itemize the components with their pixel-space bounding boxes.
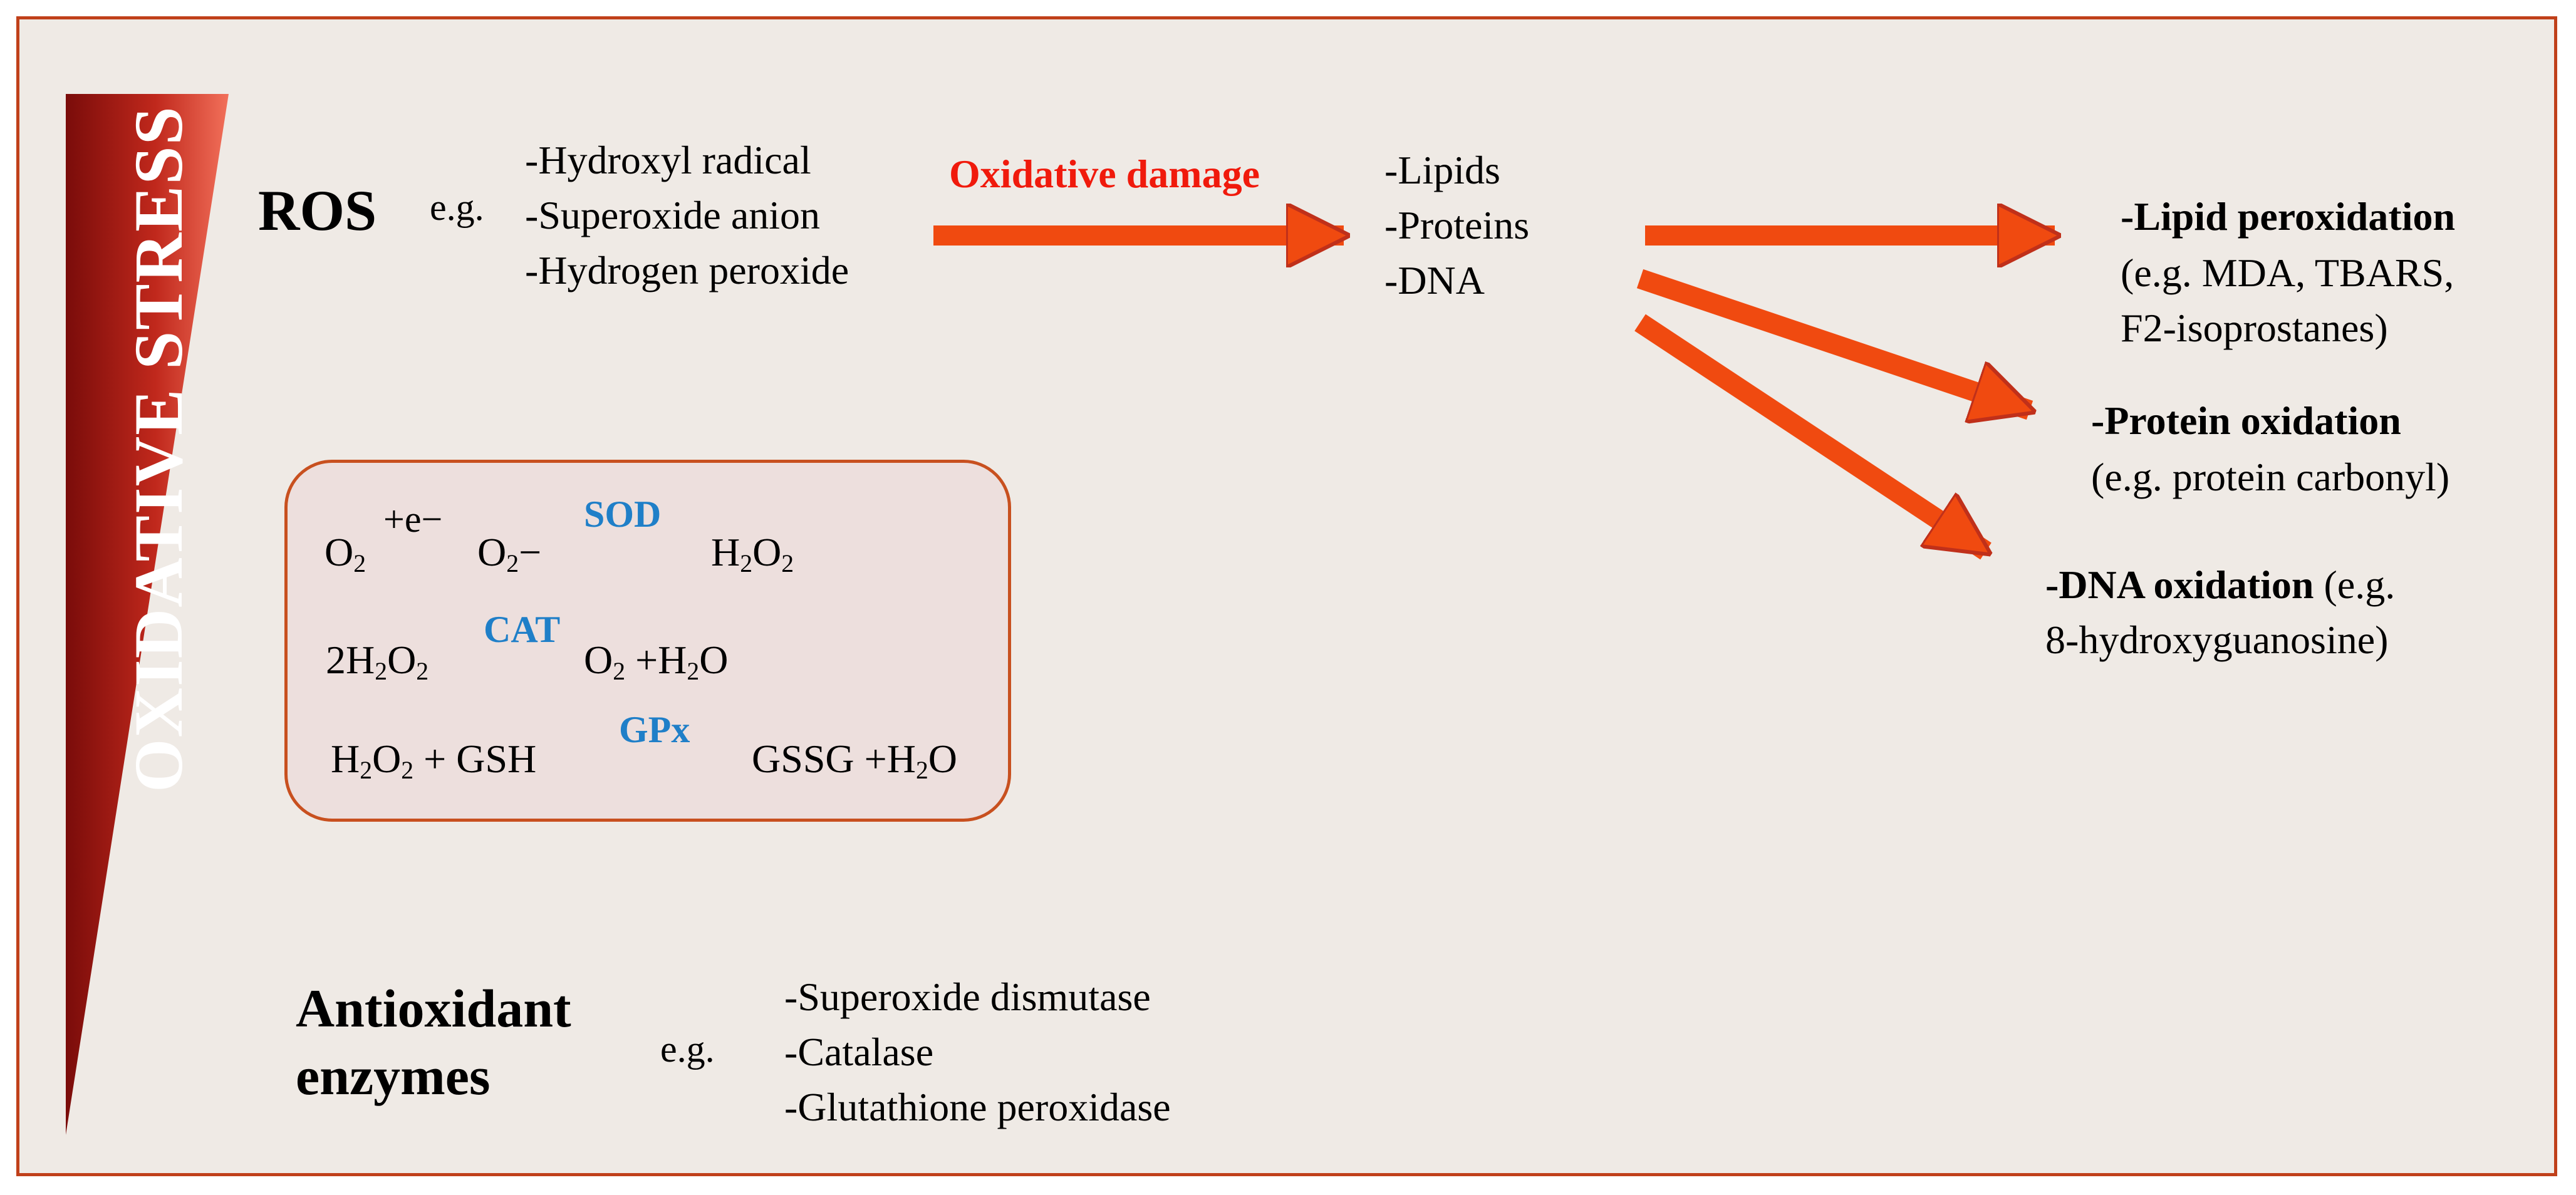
antioxidant-item: -Glutathione peroxidase	[784, 1085, 1171, 1129]
lipid-peroxidation-title: -Lipid peroxidation	[2121, 194, 2456, 239]
reaction2-product: O2 +H2O	[584, 638, 729, 685]
ros-eg: e.g.	[430, 187, 484, 228]
reaction3-product: GSSG +H2O	[752, 737, 957, 784]
ros-title: ROS	[258, 178, 377, 242]
antioxidant-item: -Superoxide dismutase	[784, 975, 1151, 1019]
reaction1-product: H2O2	[711, 530, 794, 577]
reaction2-reactant: 2H2O2	[326, 638, 429, 685]
reaction1-enzyme: SOD	[584, 494, 662, 535]
reaction3-enzyme: GPx	[619, 709, 690, 750]
ros-item: -Hydrogen peroxide	[525, 248, 849, 292]
dna-oxidation-arrow	[1634, 314, 1986, 560]
antioxidant-title: Antioxidant enzymes	[296, 978, 571, 1107]
protein-oxidation-title: -Protein oxidation	[2091, 398, 2401, 443]
damage-target: -Proteins	[1384, 203, 1530, 247]
ros-item: -Hydroxyl radical	[525, 138, 811, 182]
antioxidant-eg: e.g.	[660, 1028, 715, 1070]
dna-oxidation-title: -DNA oxidation (e.g.	[2045, 562, 2396, 607]
damage-target: -DNA	[1384, 258, 1485, 303]
oxidative-damage-label: Oxidative damage	[949, 152, 1260, 196]
oxidative-stress-label: OXIDATIVE STRESS	[120, 105, 197, 792]
dna-oxidation-examples: 8-hydroxyguanosine)	[2045, 618, 2389, 662]
reaction1-electron: +e−	[383, 499, 443, 540]
oxidative-stress-wedge	[66, 94, 229, 1135]
reaction3-reactant: H2O2 + GSH	[331, 737, 537, 784]
damage-target: -Lipids	[1384, 148, 1500, 192]
ros-item: -Superoxide anion	[525, 193, 820, 237]
protein-oxidation-arrow	[1636, 269, 2030, 410]
lipid-peroxidation-examples: (e.g. MDA, TBARS,	[2121, 251, 2454, 295]
lipid-peroxidation-examples: F2-isoprostanes)	[2121, 306, 2388, 350]
reactions-box	[284, 460, 1011, 822]
reaction1-reactant: O2	[325, 530, 366, 577]
reaction1-superoxide: O2−	[477, 530, 542, 577]
antioxidant-item: -Catalase	[784, 1030, 934, 1074]
reaction2-enzyme: CAT	[484, 609, 561, 650]
protein-oxidation-examples: (e.g. protein carbonyl)	[2091, 455, 2450, 499]
